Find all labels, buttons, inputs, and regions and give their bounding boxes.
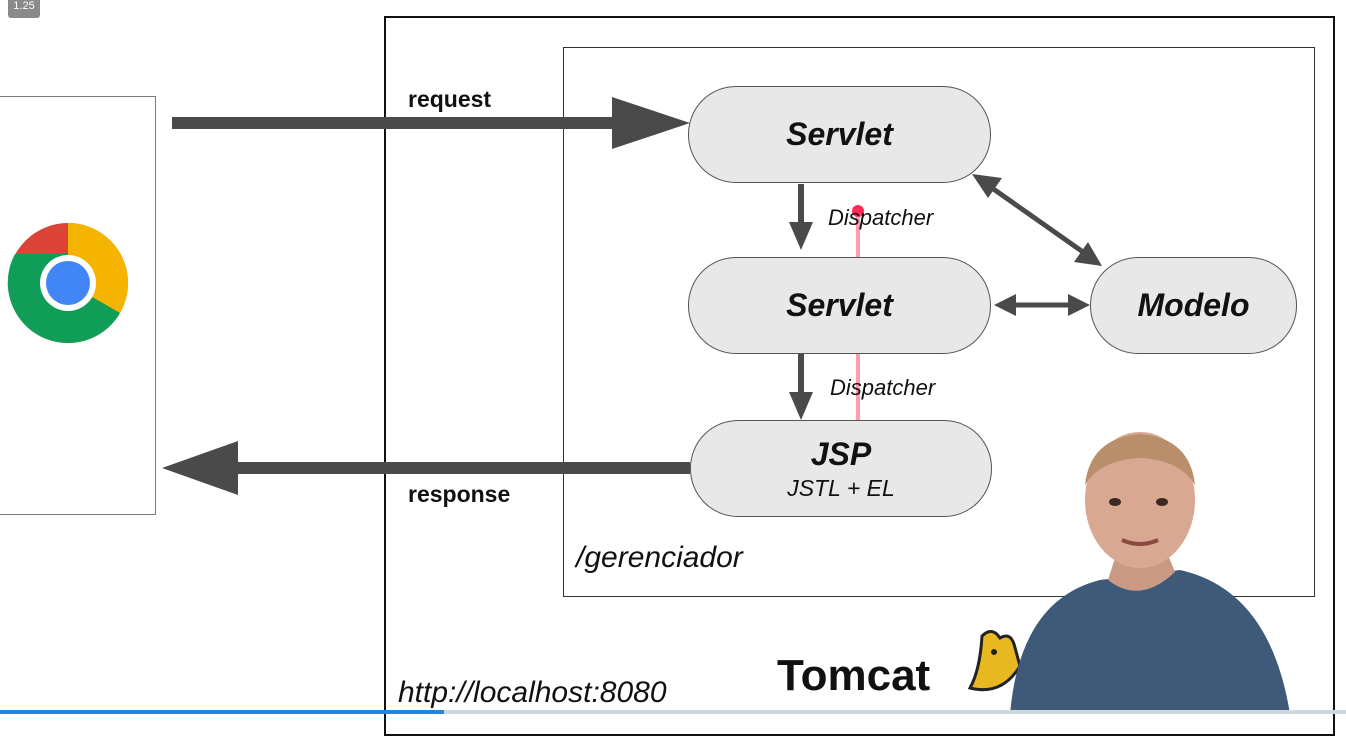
- servlet-modelo-arrow: [990, 185, 1085, 255]
- application-context-box: [563, 47, 1315, 597]
- response-arrow-head: [162, 441, 238, 495]
- modelo-node: Modelo: [1090, 257, 1297, 354]
- servlet-node-top: Servlet: [688, 86, 991, 183]
- arrows-layer: [162, 97, 1102, 495]
- laser-pointer-dot: [852, 205, 864, 217]
- chrome-icon: [7, 222, 129, 344]
- tomcat-cat-icon: [967, 630, 1022, 692]
- jsp-node: JSP JSTL + EL: [690, 420, 992, 517]
- jsp-title: JSP: [810, 435, 872, 472]
- servlet-top-title: Servlet: [786, 116, 893, 152]
- request-arrow-head: [612, 97, 690, 149]
- servlet-node-middle: Servlet: [688, 257, 991, 354]
- dispatcher-label-2: Dispatcher: [830, 375, 936, 400]
- dispatcher-label-1: Dispatcher: [828, 205, 934, 230]
- request-label: request: [408, 86, 492, 112]
- response-label: response: [408, 481, 511, 507]
- playback-speed-badge[interactable]: 1.25: [8, 0, 40, 18]
- jsp-subtitle: JSTL + EL: [787, 474, 895, 501]
- presenter-webcam-overlay: [1010, 432, 1290, 714]
- servlet-middle-title: Servlet: [786, 287, 893, 323]
- app-context-label: /gerenciador: [576, 541, 743, 574]
- server-url-label: http://localhost:8080: [398, 676, 667, 709]
- tomcat-label: Tomcat: [777, 651, 931, 700]
- video-progress-fill: [0, 710, 445, 714]
- modelo-title: Modelo: [1137, 287, 1250, 323]
- video-progress-track[interactable]: [0, 710, 1346, 714]
